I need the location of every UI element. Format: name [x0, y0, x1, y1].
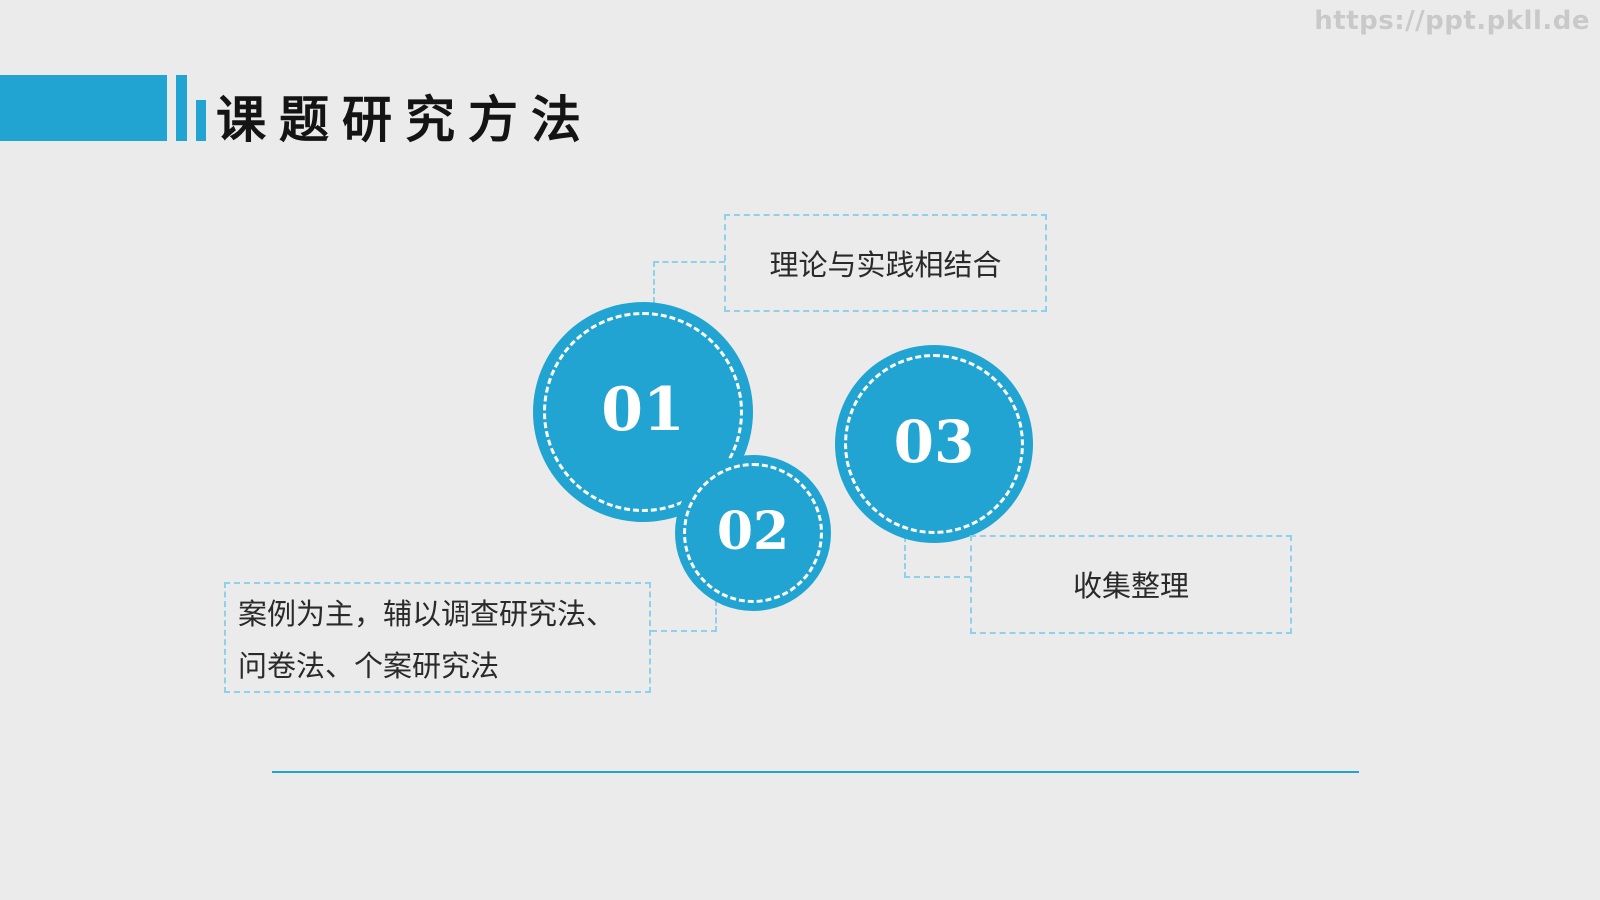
circle-02-dashed-ring [683, 463, 823, 603]
connector-02 [651, 600, 717, 632]
circle-02-number: 02 [716, 501, 790, 562]
circle-03-number: 03 [893, 408, 975, 476]
connector-01 [653, 261, 725, 303]
circle-03: 03 [835, 345, 1033, 543]
circle-01-dashed-ring [543, 312, 743, 512]
title-accent-stripe-short [196, 100, 206, 141]
text-box-02-line-2: 问卷法、个案研究法 [238, 649, 500, 683]
text-box-01-label: 理论与实践相结合 [769, 248, 1002, 282]
circle-03-dashed-ring [844, 354, 1024, 534]
circle-02: 02 [675, 455, 831, 611]
text-box-01: 理论与实践相结合 [724, 214, 1047, 312]
page-title: 课题研究方法 [216, 90, 594, 149]
text-box-03-label: 收集整理 [1072, 569, 1189, 603]
text-box-03: 收集整理 [970, 535, 1292, 634]
text-box-02: 案例为主，辅以调查研究法、 问卷法、个案研究法 [224, 582, 651, 693]
text-box-02-line-1: 案例为主，辅以调查研究法、 [238, 597, 616, 631]
title-accent-bar [0, 75, 167, 141]
bottom-divider [272, 771, 1359, 773]
circle-01-number: 01 [601, 375, 685, 445]
connector-03 [904, 536, 970, 578]
watermark-url: https://ppt.pkll.de [1314, 6, 1590, 36]
title-accent-stripe [176, 75, 187, 141]
